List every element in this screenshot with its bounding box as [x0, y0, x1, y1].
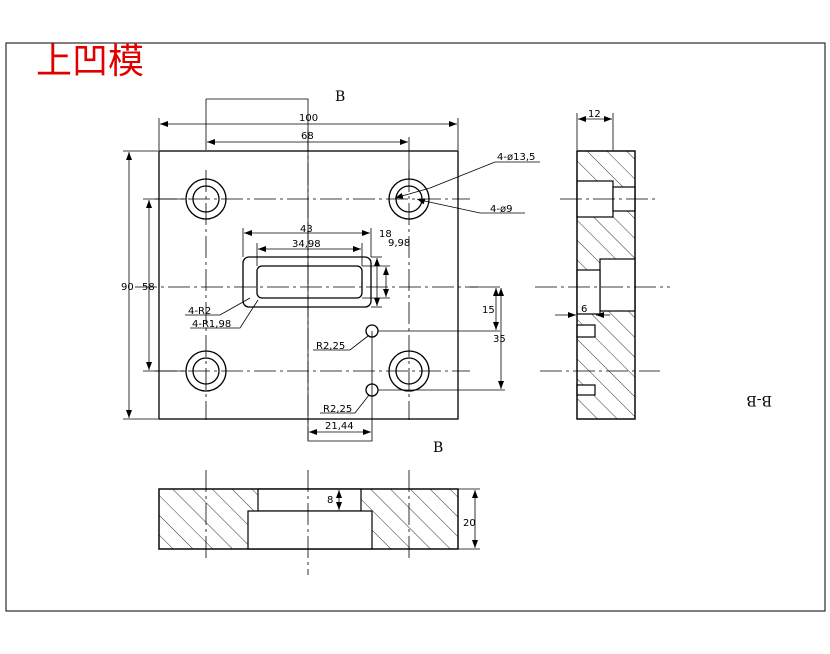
callout-pin-radius-1: R2,25 — [316, 341, 345, 352]
dim-hole-spacing-58: 58 — [142, 282, 155, 293]
cavity-inner — [256, 265, 363, 299]
dim-distance-15: 15 — [482, 305, 495, 316]
dim-cavity-43: 43 — [300, 224, 313, 235]
dim-bottom-thickness-20: 20 — [463, 518, 476, 529]
cavity-outer — [242, 256, 372, 308]
section-label: B-B — [746, 392, 772, 408]
dim-height-90: 90 — [121, 282, 134, 293]
dim-side-width-12: 12 — [588, 109, 601, 120]
plate-outline — [158, 150, 459, 420]
section-mark-bottom: B — [433, 440, 443, 456]
top-view-callouts: 4-ø13,5 4-ø9 4-R2 4-R1,98 R2,25 R2,25 — [185, 152, 540, 415]
dim-cavity-18: 18 — [379, 229, 392, 240]
dim-pin-offset-21-44: 21,44 — [325, 421, 354, 432]
drawing-title: 上凹模 — [36, 41, 144, 82]
bolt-hole-bottom-right — [388, 350, 430, 392]
callout-outer-radius: 4-R2 — [188, 306, 211, 317]
section-view: 12 6 B-B — [535, 109, 772, 420]
top-view: B B — [135, 89, 478, 456]
dim-width-100: 100 — [299, 113, 318, 124]
dim-bottom-depth-8: 8 — [327, 495, 333, 506]
drawing-frame — [5, 42, 826, 612]
top-view-dimensions: 100 68 90 58 43 34,98 18 9,98 — [121, 113, 506, 435]
dim-cavity-34-98: 34,98 — [292, 239, 321, 250]
section-line — [206, 98, 373, 442]
section-mark-top: B — [335, 89, 345, 105]
bottom-view: 8 20 — [158, 470, 480, 575]
dim-cavity-9-98: 9,98 — [388, 238, 410, 249]
callout-inner-radius: 4-R1,98 — [192, 319, 231, 330]
callout-pin-radius-2: R2,25 — [323, 404, 352, 415]
dim-distance-35: 35 — [493, 334, 506, 345]
dim-side-depth-6: 6 — [581, 304, 587, 315]
dim-hole-spacing-68: 68 — [301, 131, 314, 142]
callout-counterbore: 4-ø13,5 — [497, 152, 535, 163]
callout-through-hole: 4-ø9 — [490, 204, 512, 215]
